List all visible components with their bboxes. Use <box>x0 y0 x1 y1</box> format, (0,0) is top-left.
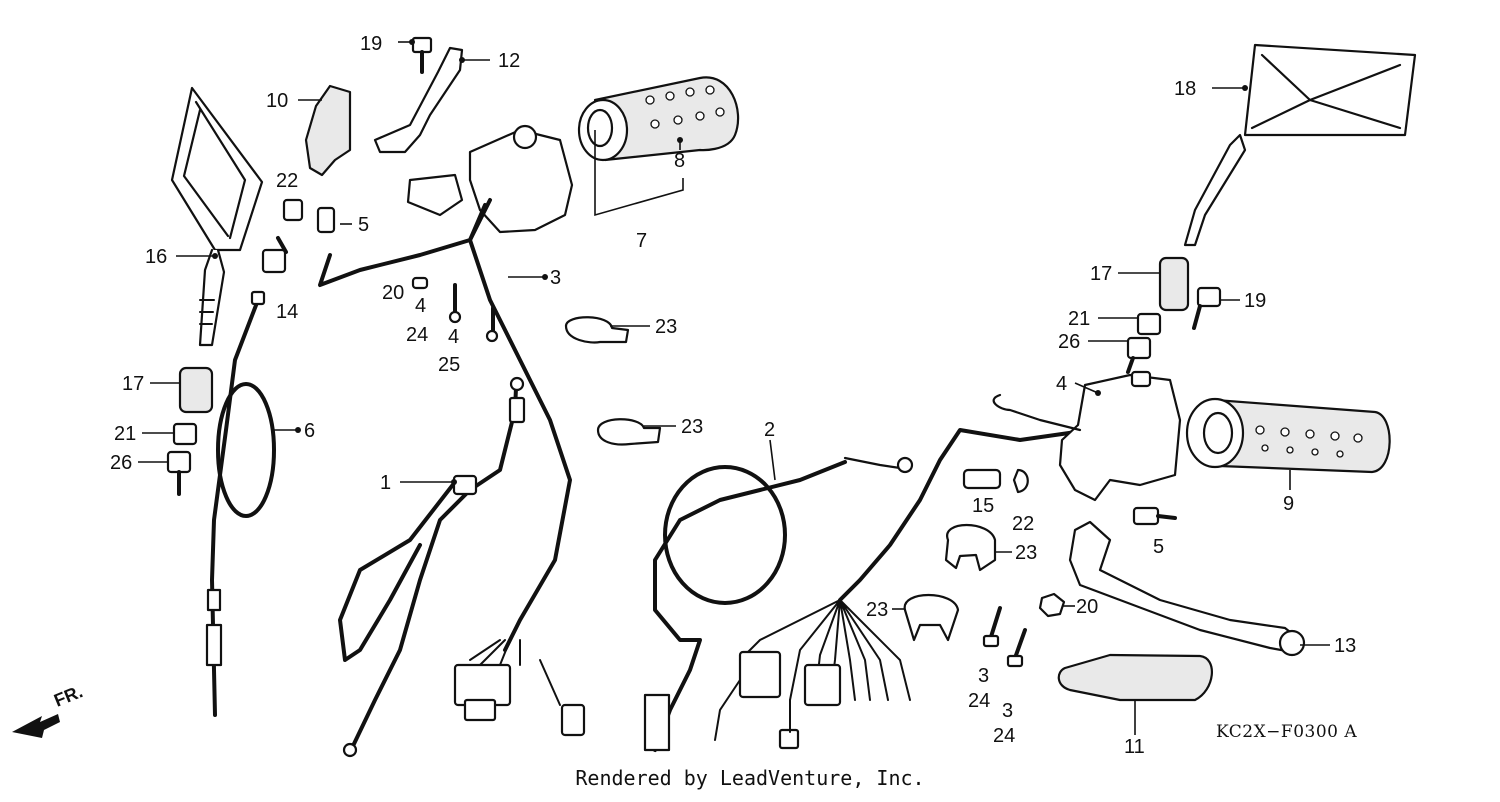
callout-21-left: 21 <box>114 423 136 445</box>
callout-20-left: 20 <box>382 282 404 304</box>
callout-17-right: 17 <box>1090 263 1112 285</box>
callout-numbers: 19 12 10 22 5 16 14 20 4 24 4 25 3 23 23… <box>110 33 1356 758</box>
callout-23-a: 23 <box>655 316 677 338</box>
callout-15: 15 <box>972 495 994 517</box>
callout-9: 9 <box>1283 493 1294 515</box>
callout-17-left: 17 <box>122 373 144 395</box>
callout-22-right: 22 <box>1012 513 1034 535</box>
callout-4-c: 4 <box>1056 373 1067 395</box>
left-grip-end-weights <box>166 366 214 496</box>
callout-26-left: 26 <box>110 452 132 474</box>
callout-22-left: 22 <box>276 170 298 192</box>
center-screws <box>982 606 1027 668</box>
callout-11: 11 <box>1124 736 1145 758</box>
callout-16: 16 <box>145 246 167 268</box>
callout-24-a: 24 <box>406 324 428 346</box>
cable-bands-center <box>903 523 997 642</box>
callout-4-b: 4 <box>448 326 459 348</box>
nut-right <box>1038 592 1066 618</box>
callout-23-c: 23 <box>1015 542 1037 564</box>
callout-26-right: 26 <box>1058 331 1080 353</box>
callout-3-a: 3 <box>978 665 989 687</box>
callout-dots <box>212 39 1248 485</box>
callout-23-d: 23 <box>866 599 888 621</box>
callout-25: 25 <box>438 354 460 376</box>
drawing-code: KC2X−F0300 A <box>1216 722 1358 742</box>
callout-24-b: 24 <box>968 690 990 712</box>
callout-5-right: 5 <box>1153 536 1164 558</box>
credit-text: Rendered by LeadVenture, Inc. <box>575 766 925 790</box>
left-switch-housing <box>318 124 586 737</box>
callout-1: 1 <box>380 472 391 494</box>
callout-18: 18 <box>1174 78 1196 100</box>
callout-19-left: 19 <box>360 33 382 55</box>
callout-23-b: 23 <box>681 416 703 438</box>
callout-4-a: 4 <box>415 295 426 317</box>
callout-24-c: 24 <box>993 725 1015 747</box>
left-small-parts <box>261 198 336 274</box>
brake-lever <box>1068 520 1306 657</box>
callout-5-left: 5 <box>358 214 369 236</box>
callout-14: 14 <box>276 301 298 323</box>
right-small-parts-center <box>962 468 1029 494</box>
callout-12: 12 <box>498 50 520 72</box>
left-mirror <box>170 86 264 347</box>
callout-19-right: 19 <box>1244 290 1266 312</box>
front-direction-arrow <box>12 714 60 738</box>
right-mirror <box>1183 43 1417 247</box>
callout-3-b: 3 <box>1002 700 1013 722</box>
right-switch-housing <box>992 370 1182 502</box>
left-grip <box>577 76 740 162</box>
callout-10: 10 <box>266 90 288 112</box>
throttle-cable <box>205 290 276 717</box>
callout-20-right: 20 <box>1076 596 1098 618</box>
brake-switch-right <box>1132 506 1177 526</box>
right-grip-end-weights <box>1126 256 1222 374</box>
clutch-switch-cable <box>338 376 526 758</box>
right-switch-harness <box>714 428 1092 750</box>
clutch-lever <box>373 36 464 154</box>
left-screws <box>411 276 499 343</box>
callout-13: 13 <box>1334 635 1356 657</box>
callout-leaders <box>138 41 1330 735</box>
right-grip <box>1185 397 1391 474</box>
callout-7: 7 <box>636 230 647 252</box>
callout-3: 3 <box>550 267 561 289</box>
callout-6: 6 <box>304 420 315 442</box>
callout-2: 2 <box>764 419 775 441</box>
throttle-cable-2 <box>643 456 914 752</box>
callout-21-right: 21 <box>1068 308 1090 330</box>
brake-lever-cover <box>1057 653 1214 702</box>
clutch-lever-cover <box>304 84 352 177</box>
cable-bands-left <box>564 316 662 446</box>
callout-8: 8 <box>674 150 685 172</box>
